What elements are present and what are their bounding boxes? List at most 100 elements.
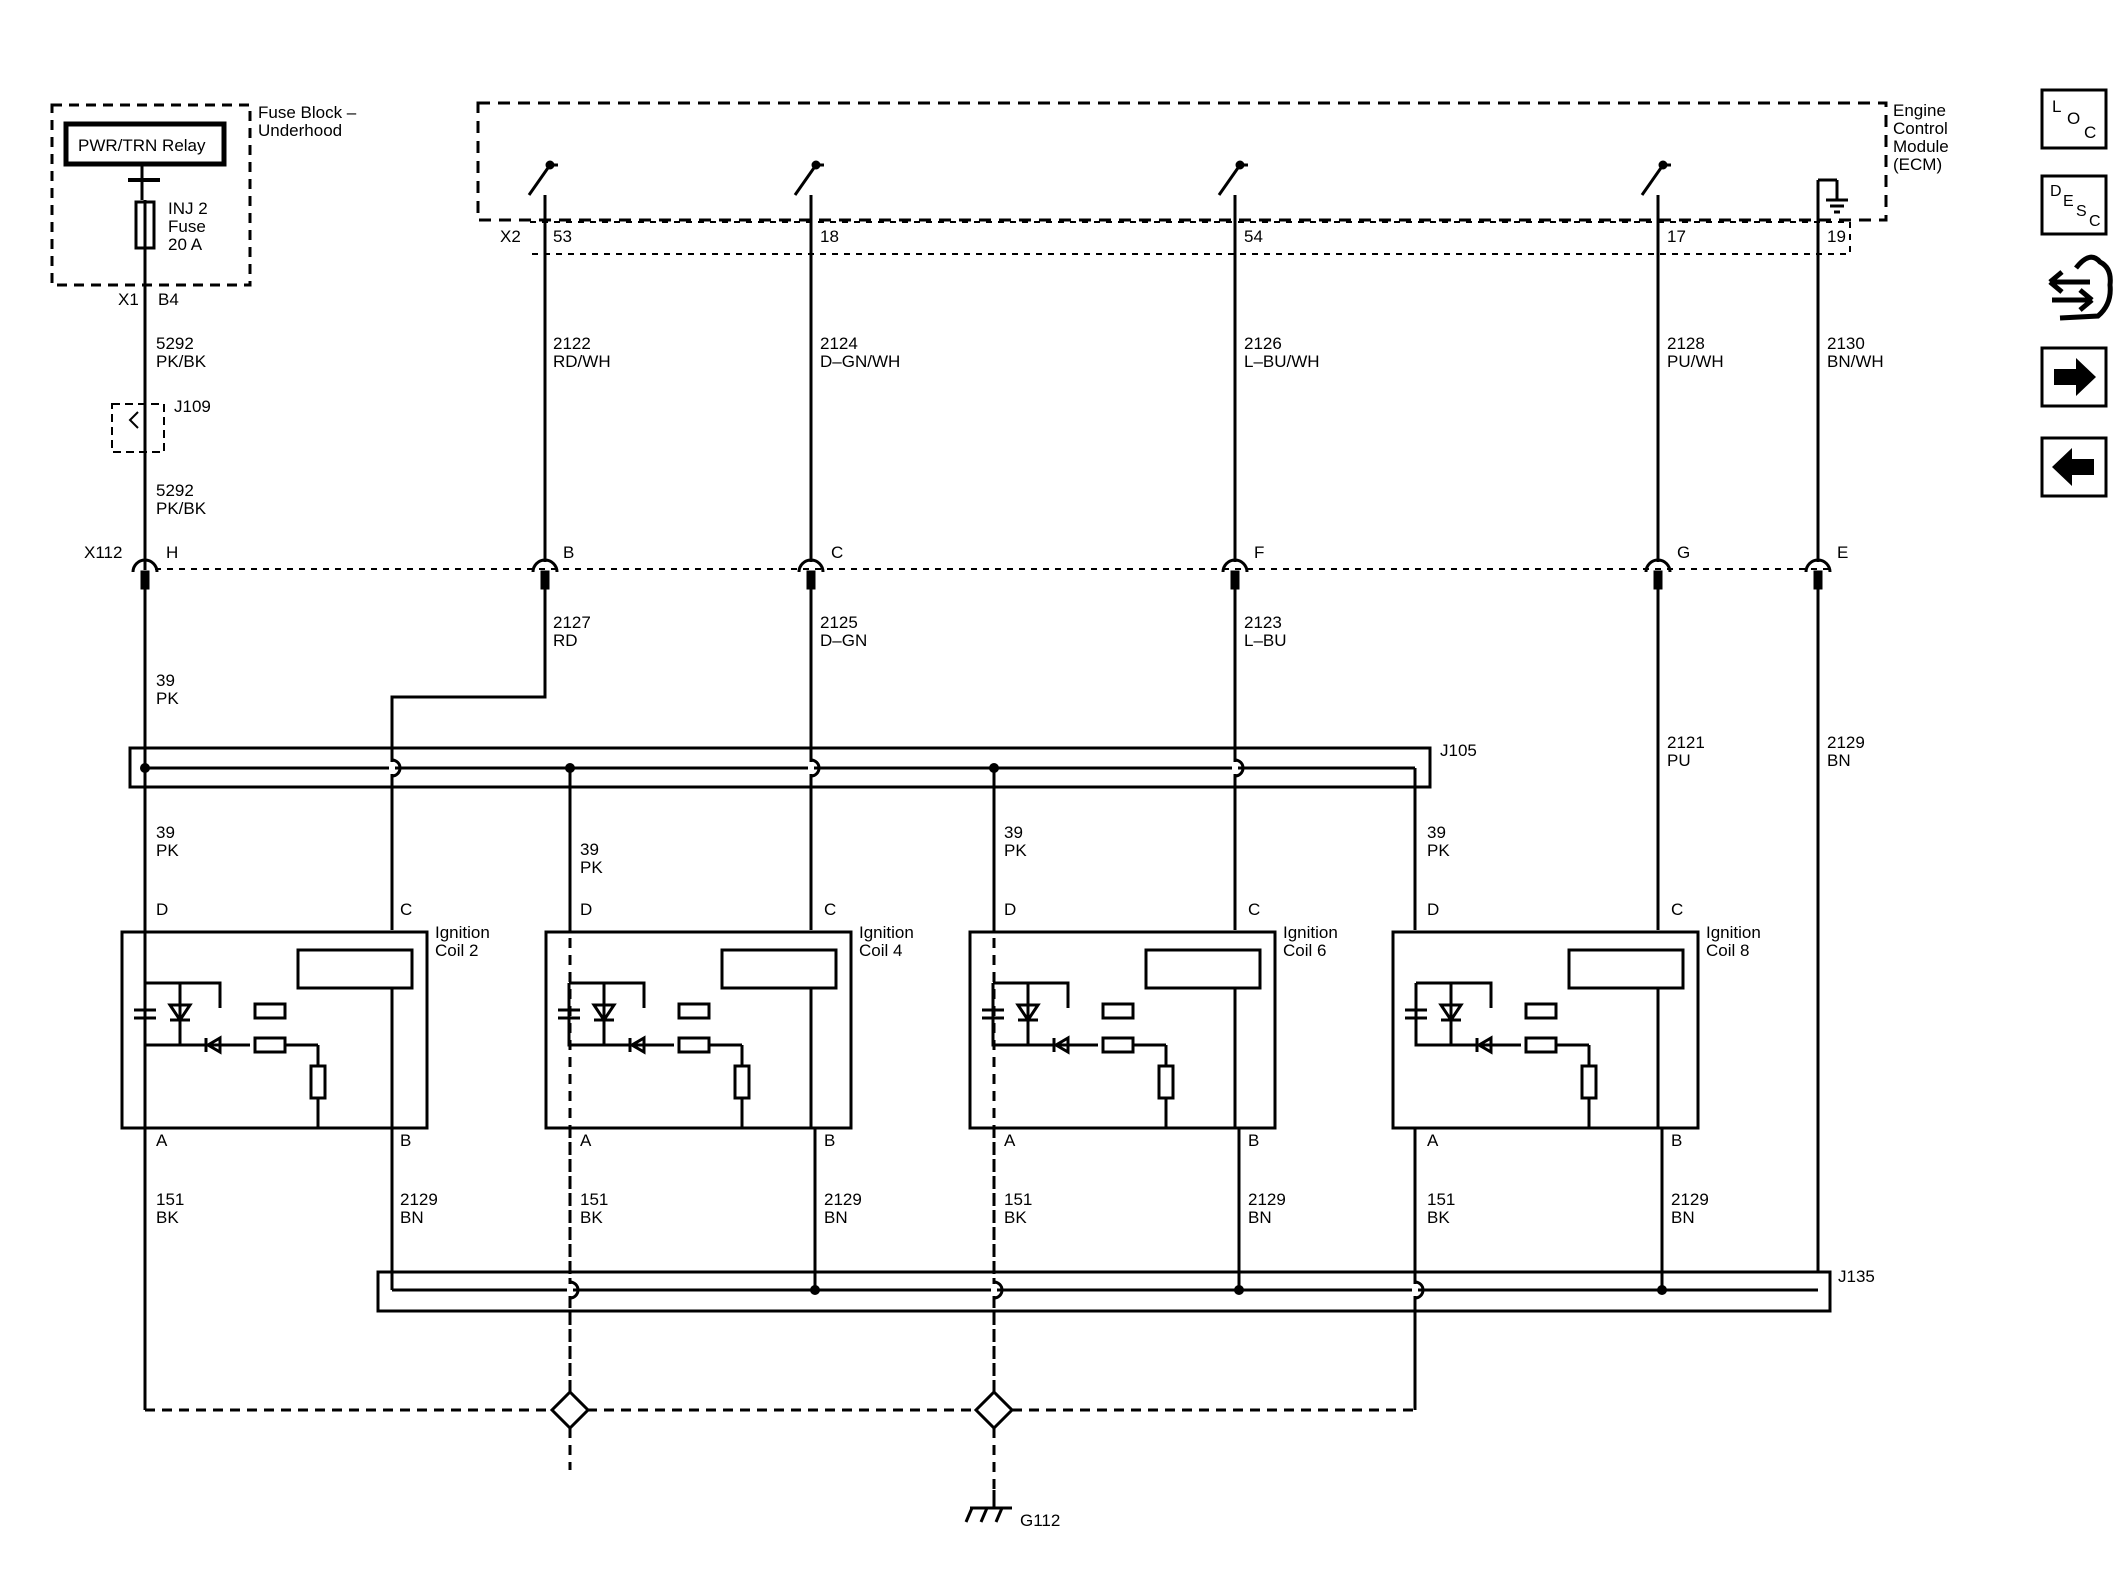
next-button[interactable] (2040, 346, 2108, 408)
coil-pin: D (580, 900, 592, 919)
fuse-label: Fuse (168, 217, 206, 236)
ecm-title: Engine (1893, 101, 1946, 120)
wire-number: 2127 (553, 613, 591, 632)
wire-color: BN/WH (1827, 352, 1884, 371)
coil-pin: D (156, 900, 168, 919)
coil-pin: B (400, 1131, 411, 1150)
coil-name: Coil 8 (1706, 941, 1749, 960)
fuse-block-outline (50, 103, 252, 287)
coil-input-wire: PK (1004, 841, 1027, 860)
coil-pin: C (1248, 900, 1260, 919)
wire-number: 2122 (553, 334, 591, 353)
coil-name: Ignition (1283, 923, 1338, 942)
x112-pin: E (1837, 543, 1848, 562)
coil-pin: D (1427, 900, 1439, 919)
previous-button[interactable] (2040, 436, 2108, 498)
ecm-pin: 19 (1827, 227, 1846, 246)
coil-pin: B (1248, 1131, 1259, 1150)
coil-return-wire: BN (1248, 1208, 1272, 1227)
ignition-coil-4 (544, 930, 853, 1130)
wire-color: D–GN (820, 631, 867, 650)
coil-pin: A (1427, 1131, 1439, 1150)
connector-icon[interactable] (2048, 254, 2113, 321)
j105-splice-bar (128, 746, 1432, 789)
x112-pin: H (166, 543, 178, 562)
nav-button-desc[interactable]: D E S C (2040, 174, 2108, 236)
ecm-title: Module (1893, 137, 1949, 156)
coil-input-wire: PK (580, 858, 603, 877)
previous-arrow-icon[interactable] (2052, 448, 2094, 486)
ecm-connector-x2 (530, 221, 1851, 255)
ecm-switch (527, 160, 558, 196)
coil-pin: B (824, 1131, 835, 1150)
wire-color: PK/BK (156, 352, 207, 371)
coil-pin: B (1671, 1131, 1682, 1150)
coil-return-wire: 2129 (824, 1190, 862, 1209)
coil-name: Coil 4 (859, 941, 902, 960)
coil-pin: A (580, 1131, 592, 1150)
inline-connector-label: X112 (84, 543, 122, 562)
wire-color: L–BU (1244, 631, 1287, 650)
svg-text:C: C (2089, 213, 2101, 230)
wire-color: BN (1827, 751, 1851, 770)
coil-name: Ignition (435, 923, 490, 942)
coil-return-wire: 2129 (400, 1190, 438, 1209)
ground-g112-symbol (964, 1490, 1012, 1523)
splice-label-j135: J135 (1838, 1267, 1875, 1286)
nav-button-loc[interactable]: L O C (2040, 88, 2108, 150)
ground-splice-diamond (973, 1389, 1015, 1431)
coil-input-wire: 39 (1427, 823, 1446, 842)
fuse-block-title: Underhood (258, 121, 342, 140)
wire-number: 2128 (1667, 334, 1705, 353)
x112-pins (131, 558, 1832, 590)
wire-number: 39 (156, 671, 175, 690)
svg-text:S: S (2076, 203, 2087, 220)
coil-return-wire: BN (400, 1208, 424, 1227)
ecm-connector-label: X2 (500, 227, 521, 246)
coil-return-wire: 2129 (1248, 1190, 1286, 1209)
ecm-ground-symbol (1816, 178, 1848, 214)
wire-color: RD/WH (553, 352, 611, 371)
wire-color: PU/WH (1667, 352, 1724, 371)
wire-number: 2121 (1667, 733, 1705, 752)
relay-box (63, 121, 227, 167)
coil-return-wire: 2129 (1671, 1190, 1709, 1209)
x112-pin: G (1677, 543, 1690, 562)
splice-label-j109: J109 (174, 397, 211, 416)
svg-text:C: C (2084, 123, 2096, 142)
next-arrow-icon[interactable] (2054, 358, 2096, 396)
wire-number: 2125 (820, 613, 858, 632)
coil-name: Coil 6 (1283, 941, 1326, 960)
x112-pin: B (563, 543, 574, 562)
coil-return-wire: BN (1671, 1208, 1695, 1227)
coil-input-wire: PK (156, 841, 179, 860)
coil-pin: D (1004, 900, 1016, 919)
wire-number: 2123 (1244, 613, 1282, 632)
location-icon[interactable] (2040, 88, 2108, 150)
coil-name: Ignition (1706, 923, 1761, 942)
coil-input-wire: 39 (580, 840, 599, 859)
coil-ground-wire: 151 (580, 1190, 608, 1209)
fuse-label: 20 A (168, 235, 203, 254)
ecm-switch (793, 160, 824, 196)
description-icon[interactable] (2040, 174, 2108, 236)
wire-color: D–GN/WH (820, 352, 900, 371)
svg-text:D: D (2050, 183, 2062, 200)
wire-color: L–BU/WH (1244, 352, 1320, 371)
coil-ground-wire: BK (1427, 1208, 1450, 1227)
wire-number: 2124 (820, 334, 858, 353)
relay-label: PWR/TRN Relay (78, 136, 206, 155)
svg-text:E: E (2063, 193, 2074, 210)
ecm-title: (ECM) (1893, 155, 1942, 174)
wire-color: RD (553, 631, 578, 650)
ecm-pin: 17 (1667, 227, 1686, 246)
coil-input-wire: 39 (1004, 823, 1023, 842)
fuse-label: INJ 2 (168, 199, 208, 218)
coil-ground-wire: BK (1004, 1208, 1027, 1227)
wire-number: 2126 (1244, 334, 1282, 353)
ground-splice-diamond (549, 1389, 591, 1431)
coil-name: Ignition (859, 923, 914, 942)
x112-pin: F (1254, 543, 1264, 562)
coil-ground-wire: 151 (156, 1190, 184, 1209)
